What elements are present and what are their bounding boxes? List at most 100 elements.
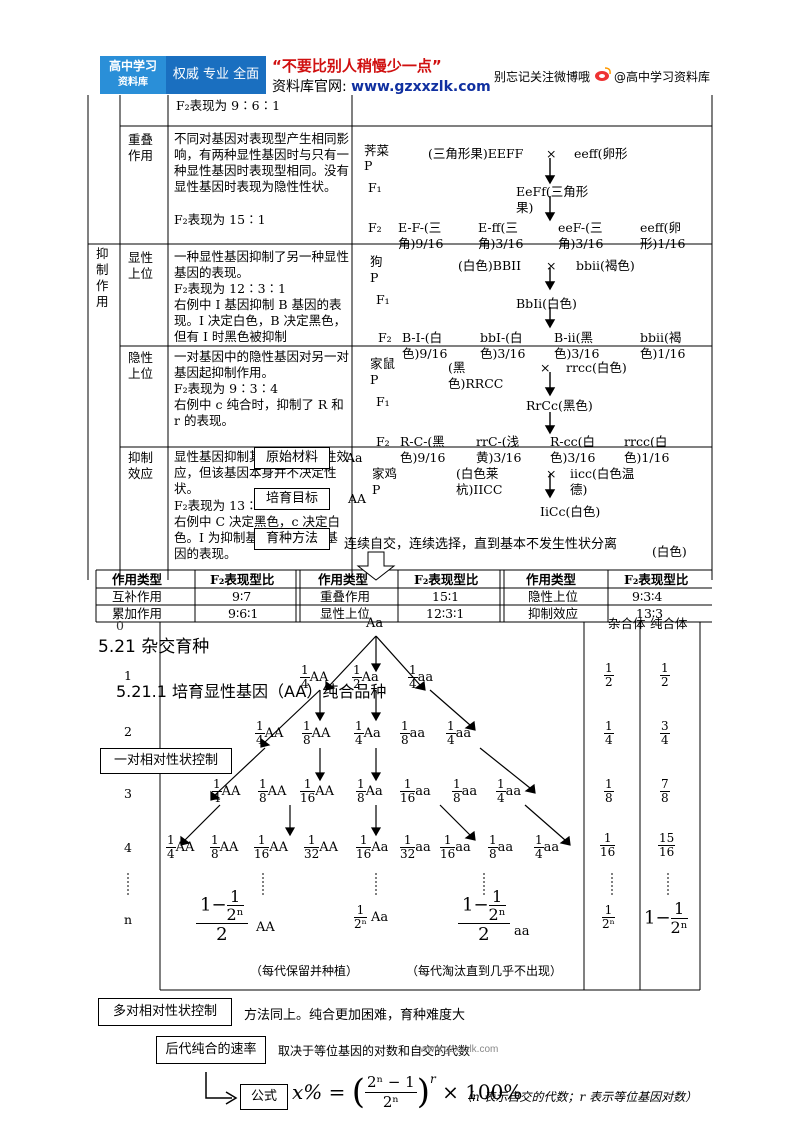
rec-epi-f2: F₂: [376, 434, 390, 449]
summary-r0c2: 重叠作用: [320, 589, 371, 604]
material-label: 原始材料: [254, 447, 330, 469]
logo-line1: 高中学习: [108, 59, 157, 73]
dom-epi-p1: (白色)BBII: [458, 258, 522, 273]
summary-h2: 作用类型: [318, 572, 369, 587]
gen-2: 2: [124, 724, 132, 739]
site-logo: 高中学习 资料库: [100, 56, 166, 94]
overlap-p: P: [364, 158, 373, 173]
overlap-p2: eeff(卵形: [574, 146, 628, 161]
overlap-desc: 不同对基因对表现型产生相同影响，有两种显性基因时与只有一种显性基因时表现型相同。…: [174, 131, 350, 194]
left-caption: （每代保留并种植）: [250, 964, 359, 978]
gen-4: 4: [124, 840, 132, 855]
dom-epi-f2c: B-ii(黑色)3/16: [554, 330, 600, 361]
right-caption: （每代淘汰直到几乎不出现）: [406, 964, 563, 978]
summary-r0c3: 15∶1: [432, 589, 460, 604]
inh-ratio: F₂表现为 13∶3: [174, 498, 266, 513]
summary-h5: F₂表现型比: [624, 572, 689, 587]
gen-0: 0: [116, 618, 124, 633]
summary-r0c1: 9∶7: [232, 589, 252, 604]
rec-epi-f2a: R-C-(黑色)9/16: [400, 434, 446, 465]
dom-epi-p2: bbii(褐色): [576, 258, 635, 273]
one-pair-label: 一对相对性状控制: [100, 748, 232, 774]
summary-h0: 作用类型: [112, 572, 163, 587]
overlap-f2c2: 角)3/16: [558, 236, 604, 251]
rec-epi-p: P: [370, 372, 379, 387]
weibo-handle: @高中学习资料库: [614, 70, 711, 84]
goal-label: 培育目标: [254, 488, 330, 510]
overlap-f2a2: 角)9/16: [398, 236, 444, 251]
formula-label: 公式: [240, 1084, 288, 1110]
overlap-f1: F₁: [368, 180, 382, 195]
summary-r0c0: 互补作用: [112, 589, 163, 604]
summary-h3: F₂表现型比: [414, 572, 479, 587]
inh-f1v: IiCc(白色): [540, 504, 601, 519]
summary-h1: F₂表现型比: [210, 572, 275, 587]
overlap-f2c: eeF-(三: [558, 220, 603, 235]
rec-epi-name: 隐性上位: [128, 350, 154, 381]
site-url-link[interactable]: www.gzxxzlk.com: [351, 79, 491, 95]
inh-name: 抑制效应: [128, 450, 154, 481]
watermark: www.gzxxzlk.com: [420, 1044, 499, 1055]
overlap-f2b: E-ff(三: [478, 220, 518, 235]
gen-n-AA: AA: [256, 920, 275, 935]
rec-epi-desc: 一对基因中的隐性基因对另一对基因起抑制作用。: [174, 349, 350, 380]
tri-top: Aa: [366, 616, 384, 631]
overlap-f2: F₂: [368, 220, 382, 235]
overlap-f2d: eeff(卵: [640, 220, 682, 235]
goal-value: AA: [348, 491, 367, 506]
header-slogan: “不要比别人稍慢少一点”: [272, 57, 442, 75]
summary-r0c5: 9∶3∶4: [632, 589, 663, 604]
gen-n: n: [124, 912, 133, 927]
triangle-arrows: [180, 635, 571, 846]
dom-epi-f2a: B-I-(白色)9/16: [402, 330, 448, 361]
dom-epi-f1v: BbIi(白色): [516, 296, 577, 311]
inh-p: P: [372, 482, 381, 497]
rec-epi-org: 家鼠: [370, 356, 396, 371]
multi-pair-label: 多对相对性状控制: [98, 998, 232, 1026]
dom-epi-name: 显性上位: [128, 250, 154, 281]
gen-3: 3: [124, 786, 132, 801]
rec-epi-f2d: rrcc(白色)1/16: [624, 434, 670, 465]
weibo-icon[interactable]: [594, 66, 612, 82]
summary-r0c4: 隐性上位: [528, 589, 579, 604]
overlap-ratio: F₂表现为 15∶1: [174, 212, 266, 227]
summary-r1c3: 12∶3∶1: [426, 606, 465, 621]
dom-epi-org: 狗: [370, 254, 383, 269]
dom-epi-desc: 一种显性基因抑制了另一种显性基因的表现。: [174, 249, 350, 280]
overlap-f2b2: 角)3/16: [478, 236, 524, 251]
rec-epi-f1: F₁: [376, 394, 390, 409]
rec-epi-note: 右例中 c 纯合时，抑制了 R 和 r 的表现。: [174, 397, 344, 428]
material-value: Aa: [346, 450, 363, 465]
header-site: 资料库官网: www.gzxxzlk.com: [272, 76, 491, 96]
dom-epi-f1: F₁: [376, 292, 390, 307]
overlap-p1: (三角形果)EEFF: [428, 146, 524, 161]
logo-line2: 资料库: [118, 77, 148, 88]
inh-f2-tail: (白色): [652, 544, 687, 559]
summary-h4: 作用类型: [526, 572, 577, 587]
header-tagline: 权威 专业 全面: [166, 56, 266, 94]
overlap-f2a: E-F-(三: [398, 220, 442, 235]
formula-note: （n 表示自交的代数；r 表示等位基因对数）: [460, 1090, 698, 1104]
row0-desc: F₂表现为 9∶6∶1: [176, 98, 281, 113]
rec-epi-x: ×: [540, 360, 551, 375]
summary-r1c2: 显性上位: [320, 606, 371, 621]
dom-epi-ratio: F₂表现为 12∶3∶1: [174, 281, 286, 296]
dom-epi-note: 右例中 I 基因抑制 B 基因的表现。I 决定白色，B 决定黑色，但有 I 时黑…: [174, 297, 347, 344]
summary-r1c4: 抑制效应: [528, 606, 579, 621]
multi-pair-text: 方法同上。纯合更加困难，育种难度大: [244, 1007, 466, 1022]
rec-epi-f1v: RrCc(黑色): [526, 398, 593, 413]
overlap-f1v2: 果): [516, 200, 534, 215]
site-label: 资料库官网:: [272, 79, 347, 95]
speed-label: 后代纯合的速率: [156, 1036, 266, 1064]
gen-n-Aa: Aa: [370, 910, 389, 925]
group-label: 抑制作用: [96, 246, 109, 309]
summary-r1c1: 9∶6∶1: [228, 606, 259, 621]
section-title: 5.21 杂交育种: [98, 637, 210, 657]
gen-1: 1: [124, 668, 132, 683]
overlap-f1v: EeFf(三角形: [516, 184, 589, 199]
homo-header: 纯合体: [650, 616, 688, 631]
rec-epi-ratio: F₂表现为 9∶3∶4: [174, 381, 279, 396]
